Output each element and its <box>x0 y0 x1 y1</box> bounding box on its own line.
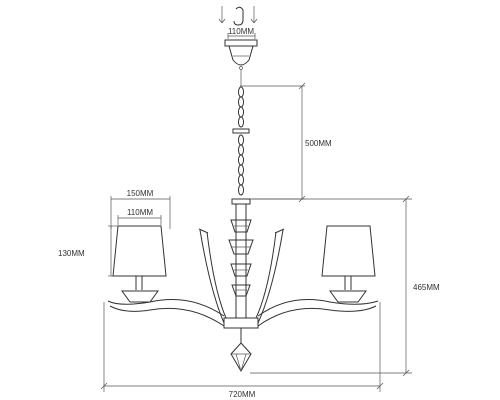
pendant-crystal <box>230 328 252 372</box>
chain <box>232 86 250 196</box>
canopy <box>224 39 258 86</box>
shade-height-dimension: 130MM <box>58 225 118 277</box>
total-height-dimension: 465MM <box>250 195 440 377</box>
canopy-width-label: 110MM <box>228 27 254 36</box>
right-lamp <box>321 225 376 303</box>
shade-top-width-dimension: 150MM <box>110 189 171 229</box>
total-width-dimension: 720MM <box>100 302 384 399</box>
shade-height-label: 130MM <box>58 249 85 258</box>
ceiling-hook-icon <box>218 6 258 26</box>
chain-length-dimension: 500MM <box>240 82 332 203</box>
chain-length-label: 500MM <box>305 139 332 148</box>
shade-bottom-width-label: 110MM <box>127 208 153 217</box>
arms <box>107 228 379 327</box>
canopy-width-dimension: 110MM <box>227 27 256 39</box>
left-lamp <box>112 225 167 303</box>
shade-bottom-width-dimension: 110MM <box>117 208 162 225</box>
central-body <box>223 198 259 329</box>
total-height-label: 465MM <box>413 283 440 292</box>
shade-top-width-label: 150MM <box>127 189 154 198</box>
total-width-label: 720MM <box>229 390 256 399</box>
